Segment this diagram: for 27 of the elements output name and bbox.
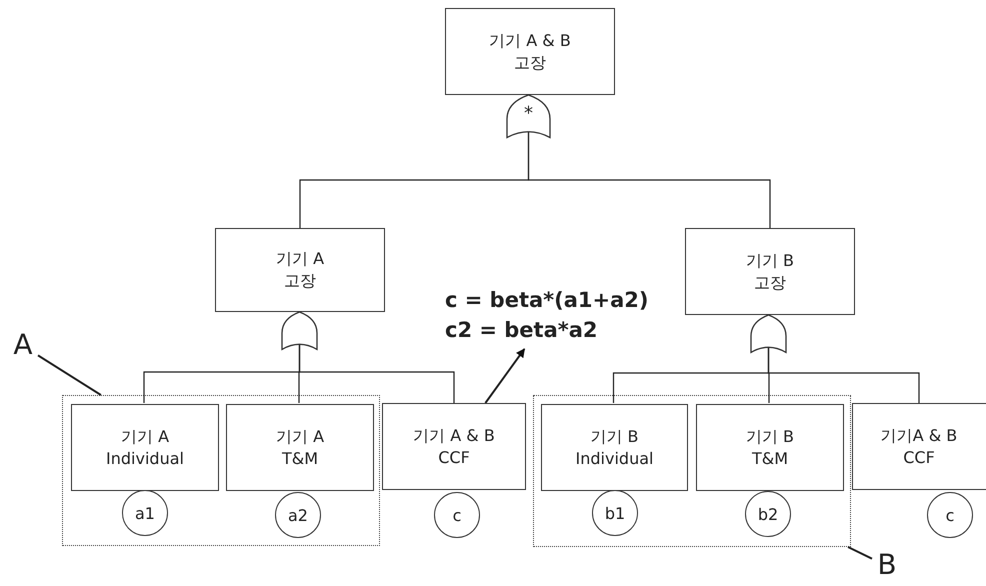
event-box: 기기 A 고장 — [215, 228, 385, 312]
connector-line — [528, 132, 771, 228]
event-box: 기기 A Individual — [71, 404, 219, 491]
basic-event-circle: a2 — [275, 492, 321, 538]
connector-line — [298, 344, 455, 403]
group-boundary — [62, 395, 380, 546]
arrow — [484, 348, 526, 404]
event-box: 기기 B 고장 — [685, 228, 855, 315]
event-box: 기기A & B CCF — [852, 403, 986, 490]
basic-event-circle: b1 — [592, 490, 638, 536]
group-label: A — [8, 330, 38, 362]
basic-event-circle: c — [927, 492, 973, 538]
group-boundary — [533, 395, 851, 547]
basic-event-circle: b2 — [745, 491, 791, 537]
event-box: 기기 A T&M — [226, 404, 374, 491]
formula-text: c2 = beta*a2 — [445, 317, 599, 344]
event-box: 기기 A & B CCF — [382, 403, 526, 490]
basic-event-circle: c — [434, 492, 480, 538]
connector-line — [768, 347, 920, 403]
gate-symbol: * — [523, 105, 534, 123]
leader-line — [37, 354, 102, 396]
event-box: 기기 B Individual — [541, 404, 688, 491]
group-label: B — [872, 550, 902, 582]
leader-line — [848, 546, 872, 560]
basic-event-circle: a1 — [122, 490, 168, 536]
event-box: 기기 B T&M — [696, 404, 844, 491]
formula-text: c = beta*(a1+a2) — [445, 287, 650, 314]
